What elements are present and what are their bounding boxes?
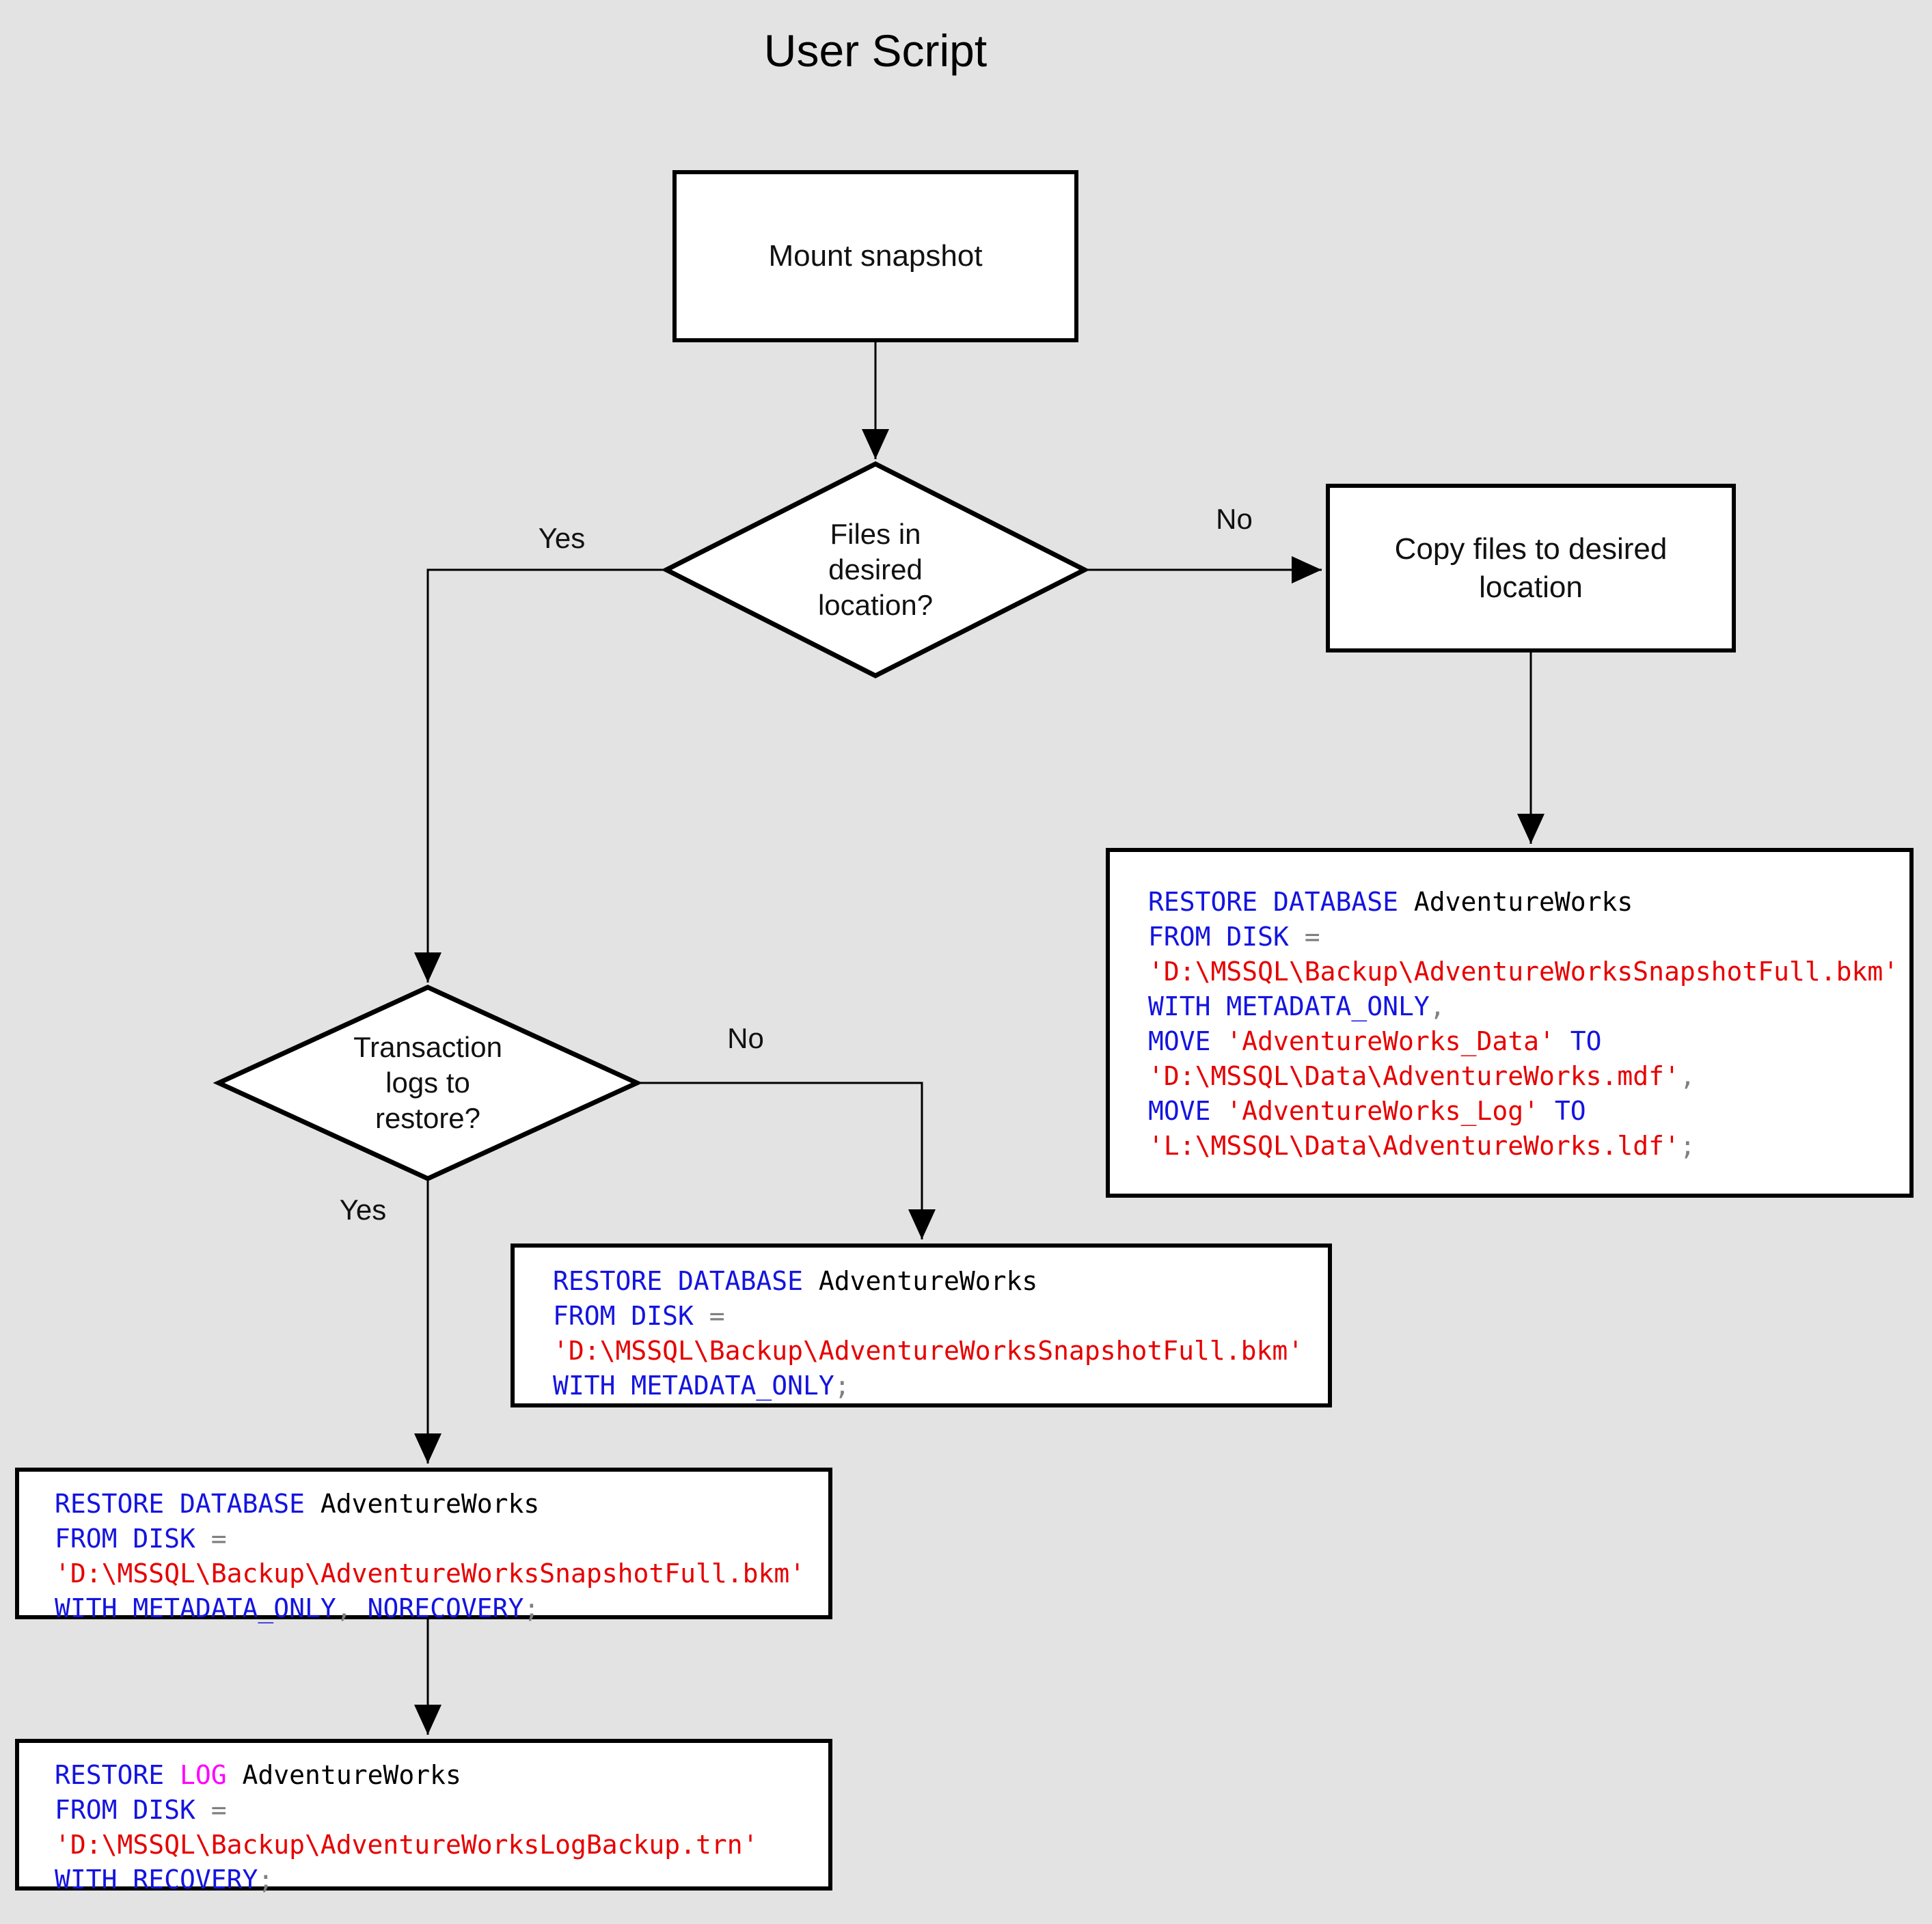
logs-yes-label: Yes	[339, 1194, 387, 1226]
code-token-operator: =	[195, 1524, 227, 1554]
code-token-operator: ;	[834, 1371, 850, 1401]
code-token-keyword: MOVE	[1148, 1026, 1211, 1056]
code-token-string: 'AdventureWorks_Data'	[1210, 1026, 1555, 1056]
code-token-keyword: RESTORE DATABASE	[553, 1266, 804, 1296]
code-line: FROM DISK =	[553, 1299, 1321, 1334]
code-token-identifier: AdventureWorks	[1398, 887, 1633, 917]
files-yes-label: Yes	[538, 522, 586, 554]
code-line: RESTORE DATABASE AdventureWorks	[1148, 885, 1903, 920]
decision-files-diamond	[661, 461, 1090, 678]
code-line: 'D:\MSSQL\Backup\AdventureWorksLogBackup…	[55, 1828, 821, 1863]
code-line: RESTORE DATABASE AdventureWorks	[55, 1487, 821, 1522]
code-line: FROM DISK =	[55, 1522, 821, 1556]
code-token-operator: ;	[258, 1865, 274, 1895]
code-token-keyword: WITH METADATA_ONLY	[55, 1593, 336, 1623]
code-token-keyword: RESTORE	[55, 1760, 165, 1790]
logs-no-label: No	[727, 1022, 764, 1054]
code-token-keyword: TO	[1554, 1026, 1602, 1056]
code-token-operator: ,	[1429, 991, 1445, 1021]
label-line: location?	[817, 589, 934, 621]
code-token-string: 'AdventureWorks_Log'	[1210, 1096, 1539, 1126]
code-line: 'D:\MSSQL\Backup\AdventureWorksSnapshotF…	[55, 1556, 821, 1591]
code-line: RESTORE DATABASE AdventureWorks	[553, 1264, 1321, 1299]
code-line: MOVE 'AdventureWorks_Log' TO	[1148, 1094, 1903, 1129]
code-line: WITH METADATA_ONLY,	[1148, 989, 1903, 1024]
files-no-label: No	[1216, 503, 1253, 535]
mount-snapshot-label: Mount snapshot	[768, 239, 983, 273]
code-token-keyword: TO	[1538, 1096, 1586, 1126]
code-token-keyword: RESTORE DATABASE	[55, 1489, 305, 1519]
code-token-operator: =	[195, 1795, 227, 1825]
decision-logs-diamond	[213, 985, 643, 1181]
code-line: WITH METADATA_ONLY;	[553, 1369, 1321, 1403]
code-token-string: 'D:\MSSQL\Backup\AdventureWorksLogBackup…	[55, 1830, 759, 1860]
label-line: Files in	[830, 518, 921, 550]
code-line: 'L:\MSSQL\Data\AdventureWorks.ldf';	[1148, 1129, 1903, 1164]
code-token-keyword: NORECOVERY	[351, 1593, 524, 1623]
mount-snapshot-box: Mount snapshot	[672, 170, 1078, 342]
code-token-operator: ,	[336, 1593, 352, 1623]
code-token-string: 'D:\MSSQL\Backup\AdventureWorksSnapshotF…	[55, 1558, 806, 1589]
code-line: WITH RECOVERY;	[55, 1863, 821, 1897]
code-token-identifier: AdventureWorks	[803, 1266, 1038, 1296]
code-token-log: LOG	[164, 1760, 227, 1790]
code-token-keyword: FROM DISK	[553, 1301, 694, 1331]
code-line: 'D:\MSSQL\Backup\AdventureWorksSnapshotF…	[553, 1334, 1321, 1369]
label-line: restore?	[375, 1102, 481, 1134]
code-line: RESTORE LOG AdventureWorks	[55, 1758, 821, 1793]
code-token-keyword: WITH METADATA_ONLY	[553, 1371, 834, 1401]
code-token-keyword: FROM DISK	[55, 1795, 195, 1825]
copy-files-label: Copy files to desired location	[1395, 530, 1668, 607]
code-token-identifier: AdventureWorks	[226, 1760, 461, 1790]
page-title: User Script	[763, 25, 988, 76]
code-token-string: 'D:\MSSQL\Backup\AdventureWorksSnapshotF…	[553, 1336, 1304, 1366]
code-token-keyword: RESTORE DATABASE	[1148, 887, 1399, 917]
edge-files-yes	[414, 568, 666, 982]
code-token-keyword: WITH METADATA_ONLY	[1148, 991, 1430, 1021]
code-token-operator: ,	[1679, 1061, 1696, 1091]
code-token-keyword: FROM DISK	[55, 1524, 195, 1554]
code-token-operator: ;	[1679, 1131, 1696, 1161]
code-token-operator: =	[1288, 922, 1320, 952]
code-token-string: 'D:\MSSQL\Backup\AdventureWorksSnapshotF…	[1148, 957, 1899, 987]
label-line: location	[1479, 570, 1583, 604]
code-token-identifier: AdventureWorks	[305, 1489, 540, 1519]
label-line: logs to	[385, 1067, 470, 1099]
code-token-string: 'D:\MSSQL\Data\AdventureWorks.mdf'	[1148, 1061, 1680, 1091]
code-token-keyword: WITH RECOVERY	[55, 1865, 258, 1895]
code-token-operator: =	[693, 1301, 725, 1331]
code-token-string: 'L:\MSSQL\Data\AdventureWorks.ldf'	[1148, 1131, 1680, 1161]
code-token-keyword: MOVE	[1148, 1096, 1211, 1126]
code-token-keyword: FROM DISK	[1148, 922, 1289, 952]
code-token-operator: ;	[523, 1593, 540, 1623]
code-line: 'D:\MSSQL\Backup\AdventureWorksSnapshotF…	[1148, 954, 1903, 989]
edge-logs-no	[637, 1082, 936, 1239]
label-line: desired	[828, 553, 923, 586]
code-line: WITH METADATA_ONLY, NORECOVERY;	[55, 1591, 821, 1626]
copy-files-box: Copy files to desired location	[1326, 484, 1736, 652]
code-line: FROM DISK =	[55, 1793, 821, 1828]
label-line: Transaction	[353, 1031, 502, 1063]
code-line: FROM DISK =	[1148, 920, 1903, 954]
code-line: MOVE 'AdventureWorks_Data' TO	[1148, 1024, 1903, 1059]
label-line: Copy files to desired	[1394, 532, 1668, 566]
code-line: 'D:\MSSQL\Data\AdventureWorks.mdf',	[1148, 1059, 1903, 1094]
